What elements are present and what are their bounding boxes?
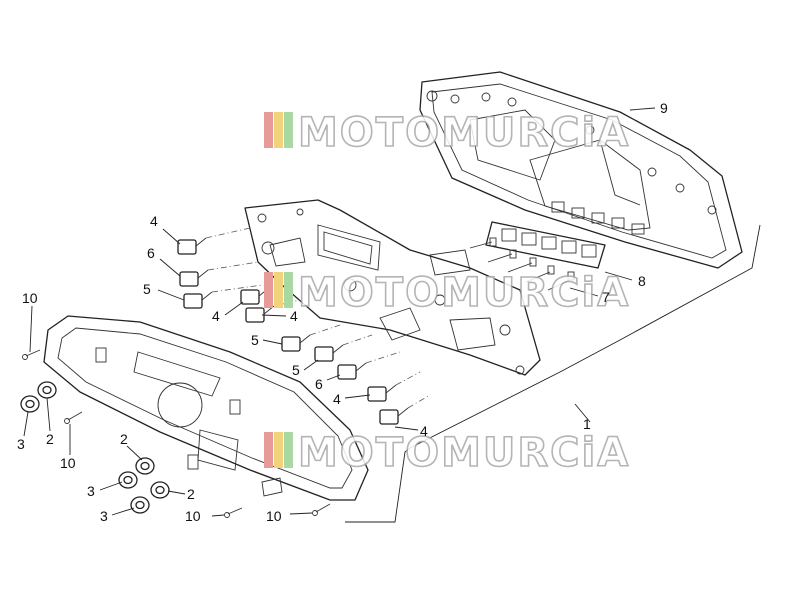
callout-4a: 4 (150, 213, 158, 229)
button-panel-part-8 (485, 221, 606, 269)
callout-2a: 2 (46, 431, 54, 447)
callout-5b: 5 (251, 332, 259, 348)
callout-3a: 3 (17, 436, 25, 452)
callout-10b: 10 (60, 455, 76, 471)
callout-9: 9 (660, 100, 668, 116)
callout-8: 8 (638, 273, 646, 289)
leader-lines (23, 107, 656, 517)
callout-4c: 4 (290, 308, 298, 324)
callout-labels: 9 8 7 1 4 6 5 4 4 5 5 6 4 4 10 10 10 10 … (17, 100, 668, 524)
callout-3b: 3 (87, 483, 95, 499)
watermark-logo-top: MOTOMURCiA (264, 109, 630, 157)
callout-7: 7 (602, 289, 610, 305)
assembly-bracket-line (345, 224, 761, 523)
callout-10c: 10 (185, 508, 201, 524)
watermark-text-middle: MOTOMURCiA (298, 270, 630, 316)
callout-5a: 5 (143, 281, 151, 297)
callout-1: 1 (583, 416, 591, 432)
callout-4b: 4 (212, 308, 220, 324)
rear-housing-part-9 (419, 71, 743, 269)
grommets-and-nuts (20, 381, 170, 514)
callout-6b: 6 (315, 376, 323, 392)
callout-4d: 4 (333, 391, 341, 407)
callout-10d: 10 (266, 508, 282, 524)
callout-3c: 3 (100, 508, 108, 524)
screws-part-10 (22, 349, 331, 518)
callout-10a: 10 (22, 290, 38, 306)
watermark-logo-bottom: MOTOMURCiA (264, 429, 630, 477)
screws-part-7 (469, 237, 575, 291)
bulb-sockets (177, 227, 431, 425)
watermark-logo-middle: MOTOMURCiA (264, 269, 630, 317)
callout-5c: 5 (292, 362, 300, 378)
callout-2b: 2 (120, 431, 128, 447)
callout-4e: 4 (420, 423, 428, 439)
callout-6a: 6 (147, 245, 155, 261)
watermark-text-bottom: MOTOMURCiA (298, 430, 630, 476)
watermark-text-top: MOTOMURCiA (298, 110, 630, 156)
callout-2c: 2 (187, 486, 195, 502)
